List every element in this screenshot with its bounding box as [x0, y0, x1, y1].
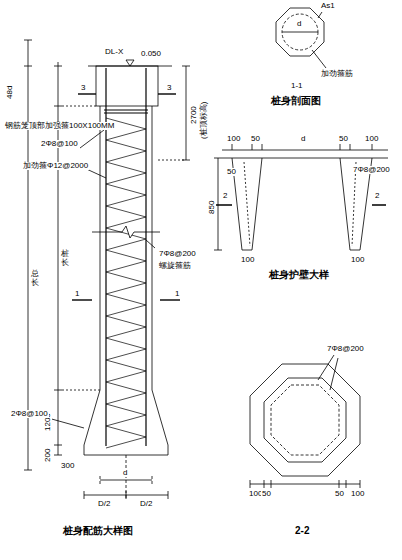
dimension: 2700 [190, 105, 198, 125]
note: 加劲箍筋 [320, 70, 354, 78]
note: 钢筋笼顶部加强箍100X100MM [4, 122, 115, 130]
dimension: D/2 [97, 500, 111, 508]
note: (桩顶标高) [200, 101, 208, 140]
dimension: 100 [240, 256, 255, 264]
dimension: D/2 [139, 500, 153, 508]
section-mark: 1 [74, 290, 80, 298]
section-mark: 3 [80, 84, 86, 92]
dimension: 100 [350, 256, 365, 264]
dimension: 100 [226, 135, 241, 143]
dimension: d [300, 135, 306, 143]
dimension: 50 [338, 135, 349, 143]
elevation-value: 0.050 [140, 50, 162, 58]
dimension: 200 [44, 448, 52, 463]
dimension: 300 [60, 462, 75, 470]
dimension: 50 [261, 490, 272, 498]
dimension: 50 [226, 168, 237, 176]
drawing-title: 桩身护壁大样 [268, 270, 330, 280]
dimension: 850 [208, 200, 216, 215]
rebar-spec: 7Φ8@200 [352, 166, 391, 174]
rebar-spec: 加劲箍Φ12@2000 [22, 162, 89, 170]
dimension: 100 [364, 135, 379, 143]
dimension: 48d [6, 85, 14, 100]
drawing-title: 桩身剖面图 [270, 96, 322, 106]
elevation-tag: DL-X [104, 48, 124, 56]
dimension: d [296, 20, 302, 28]
dimension: 总长 [30, 270, 40, 288]
rebar-spec: 7Φ8@200 [326, 345, 365, 353]
section-title: 2-2 [294, 526, 310, 536]
dimension: 50 [334, 490, 345, 498]
section-mark: 1 [174, 290, 180, 298]
section-mark: 2 [222, 192, 228, 200]
dimension: d [122, 469, 128, 477]
rebar-spec: 2Φ8@100 [10, 410, 49, 418]
rebar-tag: As1 [320, 2, 336, 10]
drawing-title: 桩身配筋大样图 [62, 526, 134, 536]
rebar-spec: 2Φ8@100 [40, 140, 79, 148]
section-mark: 3 [166, 84, 172, 92]
dimension: 桩长 [60, 250, 70, 268]
note: 螺旋箍筋 [158, 262, 192, 270]
dimension: 100 [350, 490, 365, 498]
dimension: 50 [250, 135, 261, 143]
rebar-spec: 7Φ8@200 [158, 250, 197, 258]
section-mark: 2 [374, 192, 380, 200]
section-title: 1-1 [290, 82, 304, 90]
